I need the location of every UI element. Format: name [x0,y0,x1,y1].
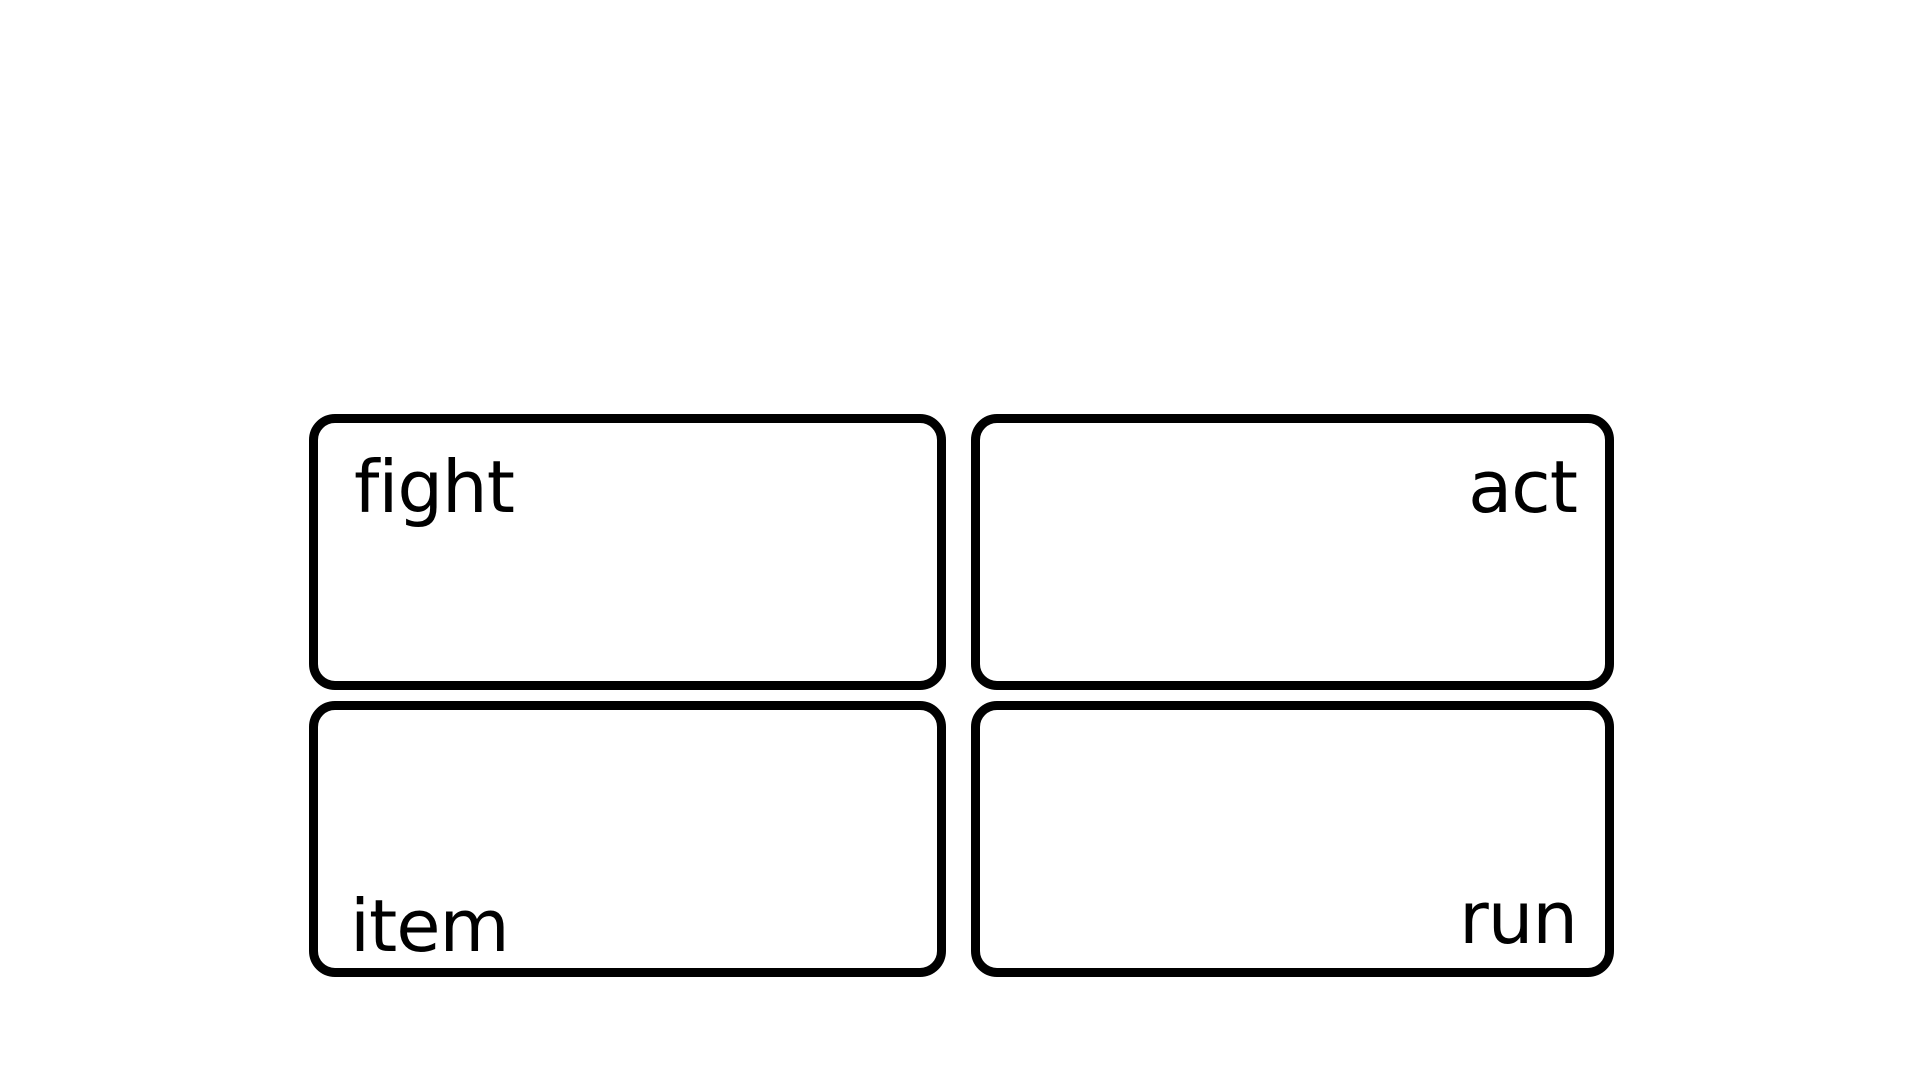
item-button[interactable]: item [309,701,946,977]
fight-label: fight [354,445,515,529]
item-label: item [350,884,510,968]
run-label: run [1459,876,1578,960]
fight-button[interactable]: fight [309,414,946,690]
run-button[interactable]: run [971,701,1614,977]
act-button[interactable]: act [971,414,1614,690]
act-label: act [1468,445,1578,529]
